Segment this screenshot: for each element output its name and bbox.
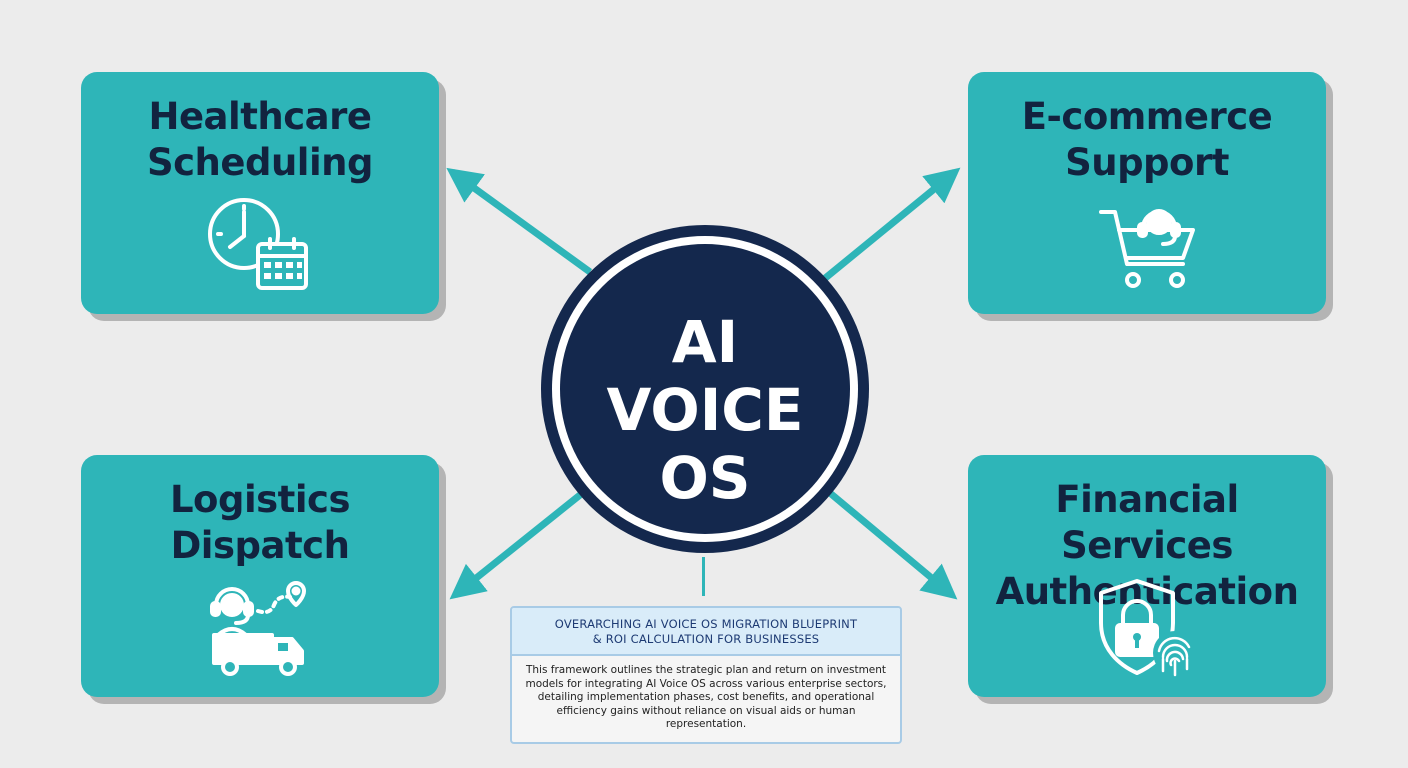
blueprint-description: This framework outlines the strategic pl…: [525, 664, 887, 730]
card-logistics-dispatch: Logistics Dispatch: [81, 455, 439, 697]
arrow-to-financial: [815, 480, 958, 600]
card-title-line: Dispatch: [170, 524, 350, 567]
card-title-line: E-commerce: [1021, 95, 1273, 138]
card-ecommerce-support: E-commerce Support: [968, 72, 1326, 314]
clock-calendar-icon: [208, 198, 308, 290]
card-title-line: Support: [1065, 141, 1229, 184]
card-title-line: Healthcare: [148, 95, 372, 138]
hub-title-line: AI: [671, 308, 739, 376]
card-title-line: Financial Services: [1055, 478, 1239, 567]
arrow-to-logistics: [449, 480, 598, 600]
blueprint-title-line: & ROI CALCULATION FOR BUSINESSES: [592, 632, 820, 646]
blueprint-note: OVERARCHING AI VOICE OS MIGRATION BLUEPR…: [510, 606, 902, 744]
arrow-to-healthcare: [446, 167, 593, 275]
hub-circle: AI VOICE OS: [541, 225, 869, 553]
card-title-line: Scheduling: [146, 141, 374, 184]
hub-title-line: OS: [659, 444, 751, 512]
card-title: Healthcare Scheduling: [81, 94, 439, 186]
card-financial-services-authentication: Financial Services Authentication: [968, 455, 1326, 697]
hub-title-line: VOICE: [606, 376, 804, 444]
card-title-line: Logistics: [169, 478, 351, 521]
hub-core: AI VOICE OS: [560, 244, 850, 534]
hub-inner-ring: AI VOICE OS: [552, 236, 858, 542]
hub-to-note-connector: [702, 557, 705, 596]
card-title: Financial Services Authentication: [968, 477, 1326, 615]
hub-title: AI VOICE OS: [560, 308, 850, 512]
blueprint-title: OVERARCHING AI VOICE OS MIGRATION BLUEPR…: [512, 608, 900, 656]
shopping-cart-headset-icon: [1099, 209, 1195, 288]
arrow-to-ecommerce: [815, 167, 961, 287]
shield-lock-fingerprint-icon: [1099, 579, 1197, 677]
card-healthcare-scheduling: Healthcare Scheduling: [81, 72, 439, 314]
blueprint-title-line: OVERARCHING AI VOICE OS MIGRATION BLUEPR…: [554, 617, 858, 631]
card-title: E-commerce Support: [968, 94, 1326, 186]
card-title: Logistics Dispatch: [81, 477, 439, 569]
delivery-truck-headset-icon: [210, 581, 306, 676]
